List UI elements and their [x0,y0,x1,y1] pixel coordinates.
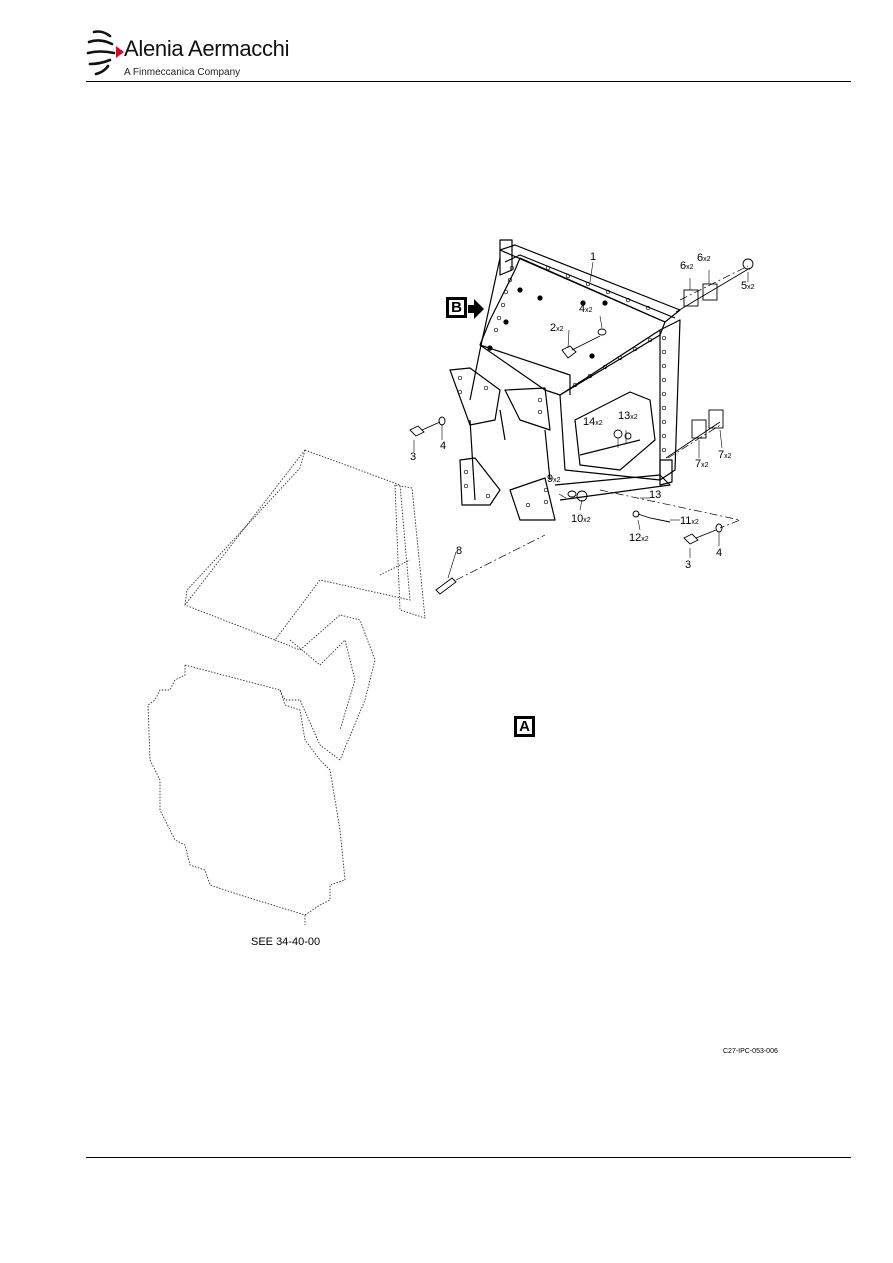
svg-text:7x2: 7x2 [695,458,709,470]
brand-name: Alenia Aermacchi [124,36,290,61]
view-a-marker: A [514,716,535,737]
svg-text:8: 8 [456,545,462,557]
callout-7b: 7 [718,449,724,461]
header-rule [86,81,851,82]
callout-6a: 6 [680,260,686,272]
svg-text:1: 1 [590,251,596,263]
brand-tagline: A Finmeccanica Company [124,67,241,78]
svg-text:3: 3 [410,451,416,463]
svg-text:9x2: 9x2 [547,473,561,485]
view-b-marker: B [446,297,467,318]
ghost-duct [147,449,426,925]
svg-text:13x2: 13x2 [618,410,638,422]
callout-9: 9 [547,473,553,485]
svg-text:14x2: 14x2 [583,416,603,428]
callout-2: 2 [550,322,556,334]
callout-11: 11 [680,515,691,527]
callout-5: 5 [741,280,747,292]
page-header: Alenia Aermacchi A Finmeccanica Company [0,0,893,82]
callout-13-bottom: 13 [649,489,661,501]
callout-1: 1 [590,251,596,263]
svg-text:6x2: 6x2 [697,252,711,264]
rivet-holes [457,265,667,508]
callout-3-right: 3 [685,559,691,571]
svg-text:2x2: 2x2 [550,322,564,334]
svg-text:12x2: 12x2 [629,532,649,544]
footer-rule [86,1157,851,1158]
callout-4-top: 4 [579,303,585,315]
callout-3-left: 3 [410,451,416,463]
figure-id: C27-IPC-053-006 [723,1048,778,1055]
callout-13-top: 13 [618,410,630,422]
callout-7a: 7 [695,458,701,470]
callout-12: 12 [629,532,641,544]
see-reference: SEE 34-40-00 [251,936,320,948]
callout-leaders [413,261,749,579]
svg-text:4: 4 [440,440,446,452]
svg-text:4x2: 4x2 [579,303,593,315]
svg-text:7x2: 7x2 [718,449,732,461]
callout-10: 10 [571,513,583,525]
svg-text:6x2: 6x2 [680,260,694,272]
callout-labels: 1 2x2 3 3 4x2 4 4 5x2 6x2 6x2 7x2 7x2 8 … [251,251,755,948]
svg-text:4: 4 [716,547,722,559]
bracket-assembly [449,239,681,521]
alenia-logo-icon [86,30,124,76]
view-b-arrow-icon [468,299,484,319]
callout-8: 8 [456,545,462,557]
callout-14: 14 [583,416,595,428]
callout-4-left: 4 [440,440,446,452]
svg-text:13: 13 [649,489,661,501]
svg-text:3: 3 [685,559,691,571]
svg-text:11x2: 11x2 [680,515,699,527]
leader-lines [455,265,749,581]
callout-4-right: 4 [716,547,722,559]
svg-text:5x2: 5x2 [741,280,755,292]
callout-6b: 6 [697,252,703,264]
svg-text:10x2: 10x2 [571,513,591,525]
fastener-dots [487,287,608,359]
